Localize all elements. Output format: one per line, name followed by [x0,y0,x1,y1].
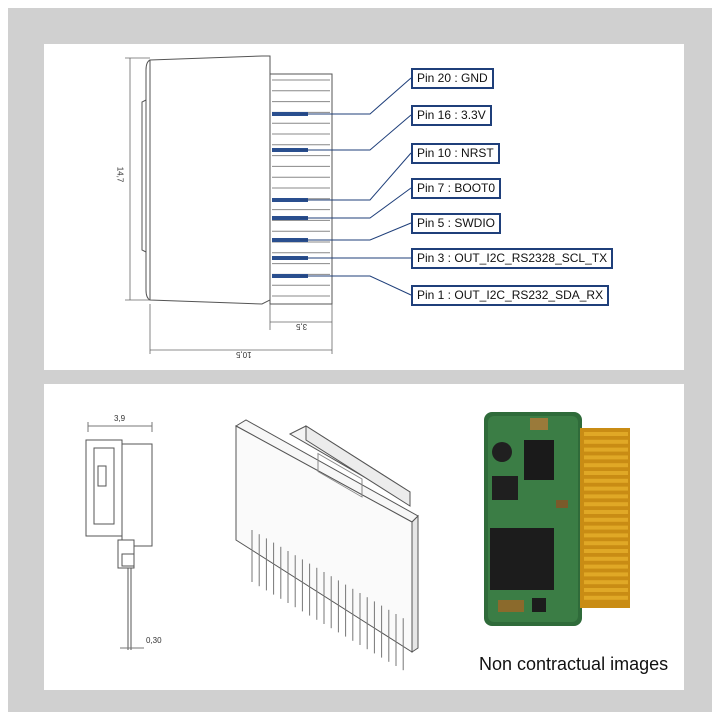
gold-finger [584,533,628,538]
dimension-lines-top [125,57,333,354]
pin-highlight [272,216,308,220]
dim-thickness: 3,9 [114,414,126,423]
gold-finger [584,471,628,475]
pin-highlight [272,274,308,278]
dim-connector-depth: 3,5 [296,322,308,331]
gold-finger [584,494,628,499]
gold-finger [584,549,628,553]
leader-line [300,114,412,151]
pin-label-7: Pin 7 : BOOT0 [411,178,502,199]
gold-finger [584,486,628,491]
pin-label-5: Pin 5 : SWDIO [411,213,502,234]
gold-finger [584,455,628,460]
pin-label-16: Pin 16 : 3.3V [411,105,492,126]
gold-finger [584,541,628,546]
gold-finger [584,502,628,507]
pin-highlight [272,112,308,116]
gold-finger [584,556,628,561]
pin-highlight [272,256,308,260]
leader-line [300,275,412,296]
gold-finger [584,572,628,577]
gold-finger [584,432,628,436]
caption: Non contractual images [479,654,669,674]
pin-highlight [272,148,308,152]
side-view [85,422,153,650]
pcb-gold-fingers [584,432,628,600]
gold-finger [584,510,628,514]
dim-total-width: 10,5 [236,350,252,359]
isometric-view [234,419,419,653]
pin-leader-lines [300,77,412,296]
gold-finger [584,588,628,592]
gold-finger [584,478,628,483]
gold-finger [584,595,628,600]
leader-line [300,152,412,201]
connector-pins [272,79,330,297]
isometric-pins [251,530,404,671]
gold-finger [584,525,628,530]
gold-finger [584,580,628,585]
leader-line [300,222,412,241]
pin-label-1: Pin 1 : OUT_I2C_RS232_SDA_RX [411,285,610,306]
leader-line [300,77,412,115]
dim-pin-thickness: 0,30 [146,636,162,645]
gold-finger [584,439,628,444]
leader-line [300,187,412,219]
module-outline [141,55,333,305]
gold-finger [584,564,628,569]
gold-finger [584,517,628,522]
pin-label-20: Pin 20 : GND [411,68,494,89]
gold-finger [584,463,628,468]
pin-label-3: Pin 3 : OUT_I2C_RS2328_SCL_TX [411,248,614,269]
dim-height: 14,7 [115,166,125,183]
pin-highlight [272,238,308,242]
gold-finger [584,447,628,452]
pin-label-10: Pin 10 : NRST [411,143,500,164]
pin-highlight [272,198,308,202]
